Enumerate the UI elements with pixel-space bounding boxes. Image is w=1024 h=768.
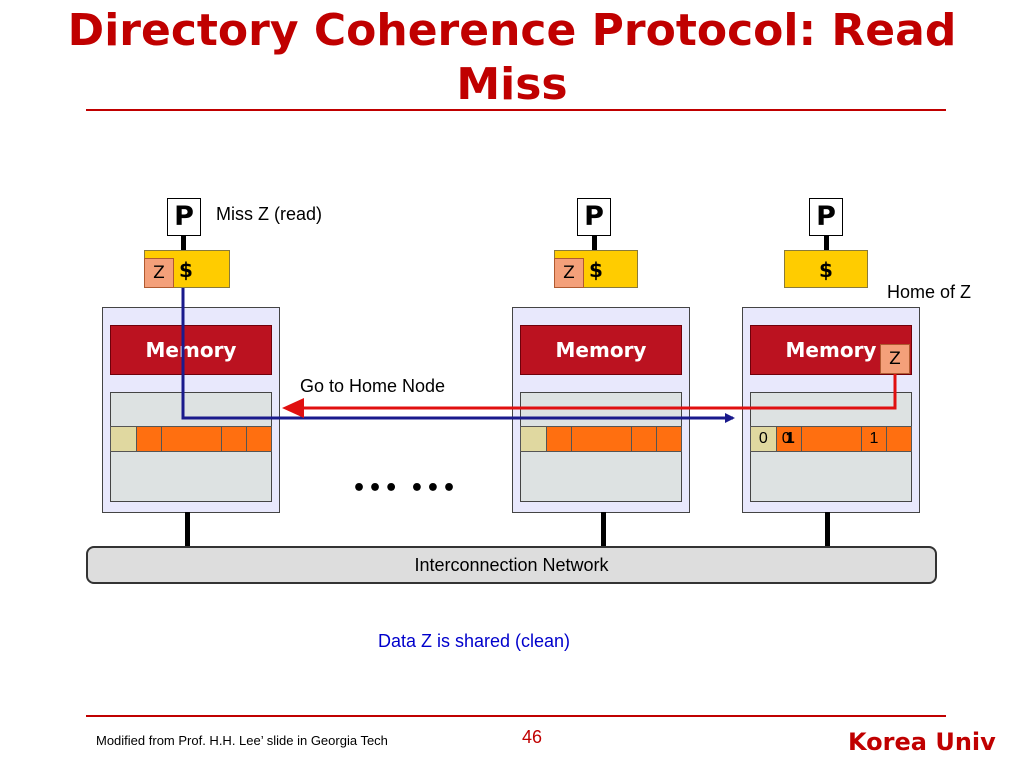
processor-3: P: [809, 198, 843, 236]
request-label: Go to Home Node: [300, 376, 446, 396]
interconnection-network: Interconnection Network: [86, 546, 937, 584]
memory-block-z: Z: [880, 344, 910, 374]
node-2-network-link: [601, 512, 606, 546]
slide-title: Directory Coherence Protocol: Read Miss: [0, 4, 1024, 112]
presence-cell: [802, 427, 862, 451]
proc-cache-link-3: [824, 236, 829, 250]
title-rule: [86, 109, 946, 111]
cache-2-label: $: [589, 258, 603, 282]
node-2-memory: Memory: [520, 325, 682, 375]
footer-brand: Korea Univ: [848, 728, 996, 756]
reply-arrowhead: [282, 398, 304, 418]
dirty-bit-cell: [111, 427, 137, 451]
processor-1: P: [167, 198, 201, 236]
cache-2-block-z: Z: [554, 258, 584, 288]
node-2-directory-row: [520, 426, 682, 452]
home-label: Home of Z: [887, 282, 972, 302]
cache-1-label: $: [179, 258, 193, 282]
cache-3-label: $: [819, 258, 833, 282]
ellipsis: ••• •••: [352, 476, 459, 501]
processor-2: P: [577, 198, 611, 236]
presence-cell: [547, 427, 573, 451]
title-line-2: Miss: [456, 59, 568, 110]
new-presence-bit: 1: [785, 430, 795, 447]
footer-rule: [86, 715, 946, 717]
page-number: 46: [522, 727, 543, 747]
cache-1-block-z: Z: [144, 258, 174, 288]
presence-cell-home: 1: [862, 427, 888, 451]
node-1-network-link: [185, 512, 190, 546]
node-1-memory: Memory: [110, 325, 272, 375]
dirty-bit-cell: [521, 427, 547, 451]
presence-cell: [572, 427, 632, 451]
presence-cell: [222, 427, 248, 451]
request-arrow: [181, 288, 735, 423]
proc-cache-link-2: [592, 236, 597, 250]
presence-cell-requester: 0 1: [777, 427, 803, 451]
proc-cache-link-1: [181, 236, 186, 250]
title-line-1: Directory Coherence Protocol: Read: [67, 5, 957, 56]
presence-cell: [162, 427, 222, 451]
cache-3: $: [784, 250, 868, 288]
old-presence-bit: 0: [781, 430, 791, 447]
node-3-directory-row: 0 0 1 1: [750, 426, 912, 452]
presence-cell: [632, 427, 658, 451]
reply-arrow: [304, 374, 897, 410]
presence-cell: [137, 427, 163, 451]
node-3-network-link: [825, 512, 830, 546]
caption: Data Z is shared (clean): [377, 631, 571, 651]
dirty-bit-cell: 0: [751, 427, 777, 451]
node-1-directory-row: [110, 426, 272, 452]
footer-credit: Modified from Prof. H.H. Lee’ slide in G…: [96, 733, 388, 748]
miss-label: Miss Z (read): [216, 204, 323, 224]
